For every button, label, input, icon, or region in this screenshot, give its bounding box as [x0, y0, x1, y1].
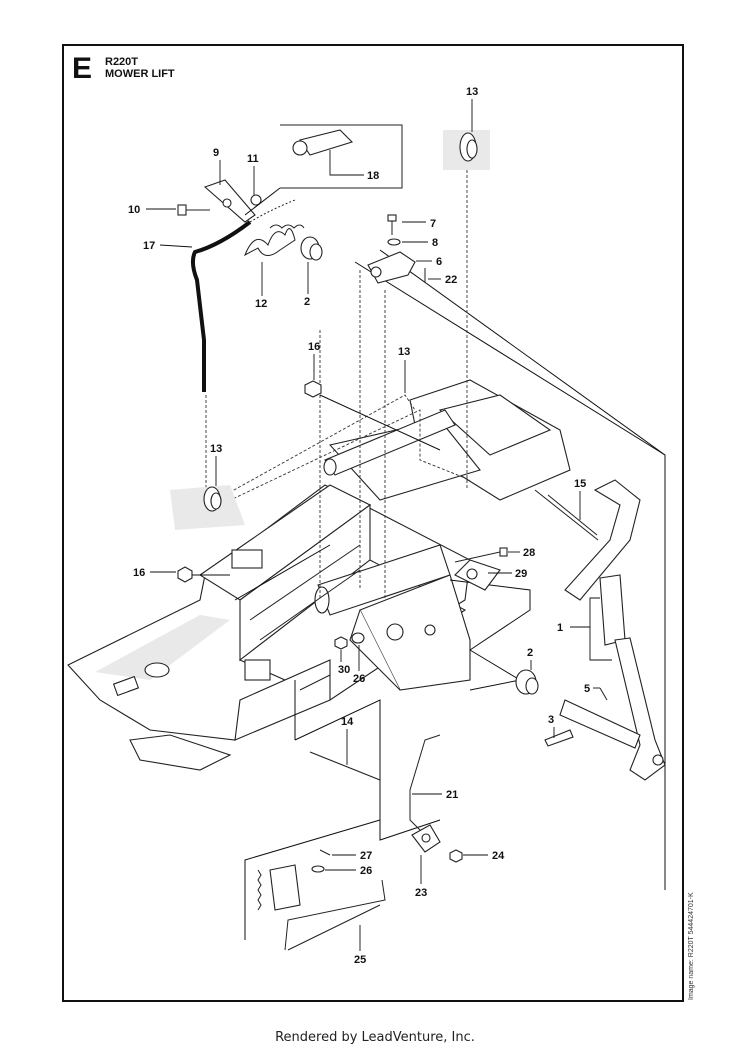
- section-letter: E: [72, 52, 93, 85]
- callout-2-lower: 2: [527, 647, 533, 659]
- upper-left-parts: [170, 124, 490, 583]
- assembly-title: MOWER LIFT: [105, 68, 175, 80]
- callout-10: 10: [128, 204, 140, 216]
- callout-26-lower: 26: [360, 865, 372, 877]
- callout-18: 18: [367, 170, 379, 182]
- callout-11: 11: [247, 153, 259, 165]
- callout-28: 28: [523, 547, 535, 559]
- callout-12: 12: [255, 298, 267, 310]
- callout-23: 23: [415, 887, 427, 899]
- model-title: R220T: [105, 56, 139, 68]
- callout-9: 9: [213, 147, 219, 159]
- callout-1: 1: [557, 622, 563, 634]
- callout-16-lower: 16: [133, 567, 145, 579]
- callout-7: 7: [430, 218, 436, 230]
- callout-13-middle: 13: [398, 346, 410, 358]
- callout-21: 21: [446, 789, 458, 801]
- lift-cable: [190, 199, 296, 392]
- callouts: 13 9 11 18 10 17 12 2 7 8 6 22 16 13 13 …: [128, 86, 612, 966]
- callout-13-top: 13: [466, 86, 478, 98]
- callout-3: 3: [548, 714, 554, 726]
- lower-rod-parts: [257, 632, 386, 951]
- callout-13-lower: 13: [210, 443, 222, 455]
- callout-15: 15: [574, 478, 586, 490]
- callout-29: 29: [515, 568, 527, 580]
- lift-lever-parts: [409, 494, 666, 863]
- callout-14: 14: [341, 716, 354, 728]
- callout-16-upper: 16: [308, 341, 320, 353]
- callout-24: 24: [492, 850, 505, 862]
- frame-assembly: [67, 249, 666, 890]
- callout-26-middle: 26: [353, 673, 365, 685]
- callout-27: 27: [360, 850, 372, 862]
- callout-22: 22: [445, 274, 457, 286]
- callout-8: 8: [432, 237, 438, 249]
- callout-2-upper: 2: [304, 296, 310, 308]
- callout-17: 17: [143, 240, 155, 252]
- callout-6: 6: [436, 256, 442, 268]
- diagram-frame: [62, 44, 684, 1002]
- callout-30: 30: [338, 664, 350, 676]
- callout-25: 25: [354, 954, 366, 966]
- callout-5: 5: [584, 683, 590, 695]
- assembly-dashed-lines: [205, 160, 471, 600]
- footer-credit: Rendered by LeadVenture, Inc.: [275, 1030, 475, 1045]
